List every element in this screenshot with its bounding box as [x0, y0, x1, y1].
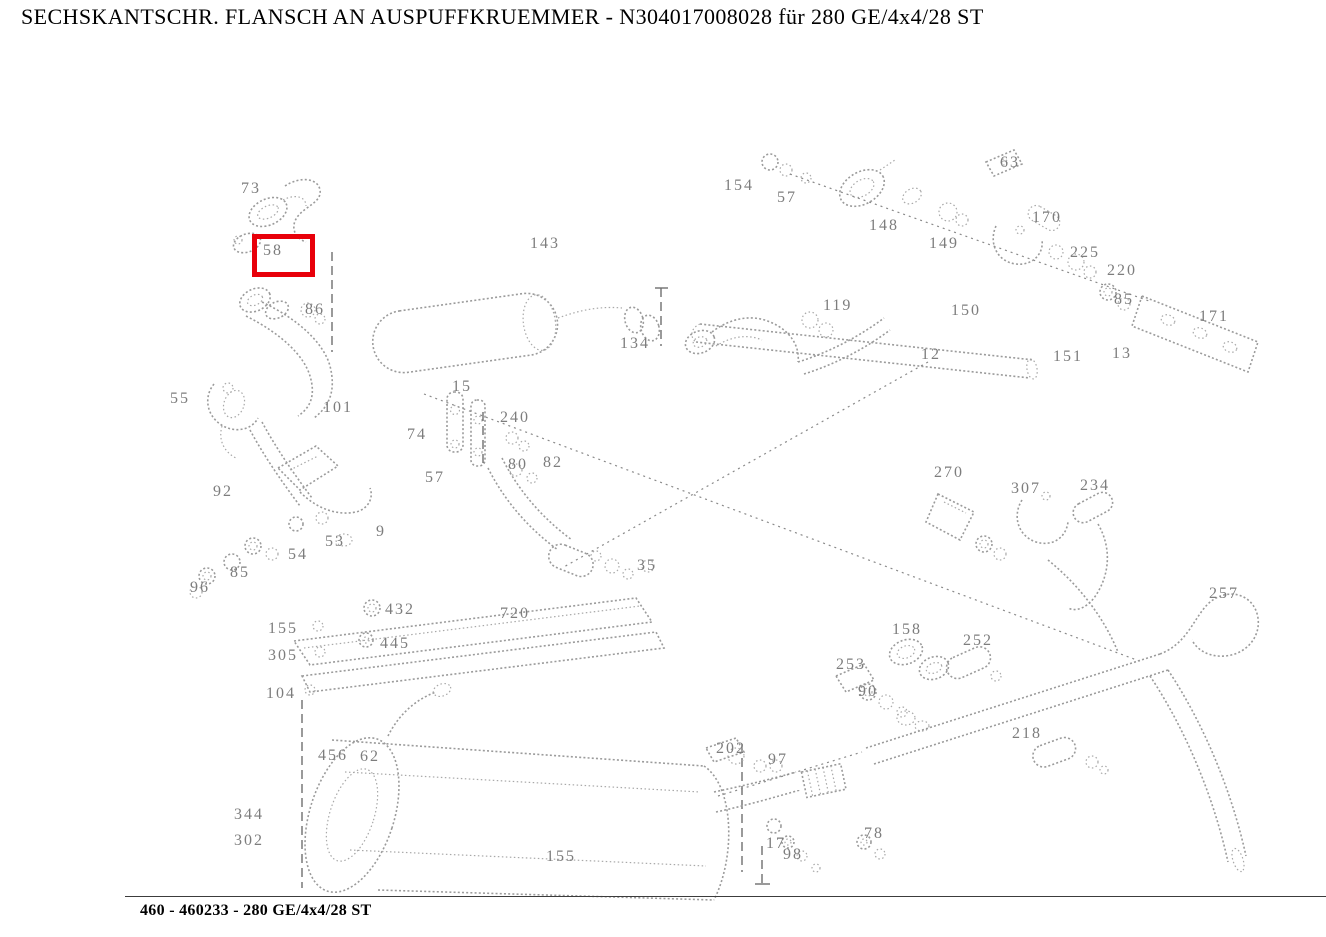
part-label-82-26[interactable]: 82 — [543, 454, 563, 471]
part-label-63-7[interactable]: 63 — [1000, 154, 1020, 171]
part-label-432-36[interactable]: 432 — [385, 601, 415, 618]
part-label-15-22[interactable]: 15 — [452, 378, 472, 395]
part-label-720-35[interactable]: 720 — [500, 605, 530, 622]
right-hanger-parts-drawing — [924, 491, 1119, 653]
part-label-104-40[interactable]: 104 — [266, 685, 296, 702]
part-label-74-23[interactable]: 74 — [407, 426, 427, 443]
part-label-58-1[interactable]: 58 — [263, 242, 283, 259]
part-label-53-30[interactable]: 53 — [325, 533, 345, 550]
part-label-78-50[interactable]: 78 — [864, 825, 884, 842]
tailpipe-drawing — [717, 593, 1260, 873]
catalog-group-footer: 460 - 460233 - 280 GE/4x4/28 ST — [140, 902, 372, 919]
part-label-307-56[interactable]: 307 — [1011, 480, 1041, 497]
downpipe-gasket-drawing — [238, 287, 334, 419]
part-label-119-13[interactable]: 119 — [823, 297, 853, 314]
part-label-155-38[interactable]: 155 — [268, 620, 298, 637]
part-label-252-54[interactable]: 252 — [963, 632, 993, 649]
footer-divider — [125, 896, 1326, 897]
part-label-302-44[interactable]: 302 — [234, 832, 264, 849]
part-label-218-59[interactable]: 218 — [1012, 725, 1042, 742]
part-label-85-32[interactable]: 85 — [230, 564, 250, 581]
part-label-305-39[interactable]: 305 — [268, 647, 298, 664]
part-label-101-20[interactable]: 101 — [323, 399, 353, 416]
highlighted-part-box[interactable] — [252, 234, 315, 277]
resonator-drawing — [371, 287, 668, 374]
part-label-98-49[interactable]: 98 — [783, 846, 803, 863]
straight-pipe-drawing — [423, 323, 1143, 663]
part-label-170-8[interactable]: 170 — [1032, 209, 1062, 226]
part-label-54-31[interactable]: 54 — [288, 546, 308, 563]
part-label-143-14[interactable]: 143 — [530, 235, 560, 252]
part-label-62-42[interactable]: 62 — [360, 748, 380, 765]
part-label-234-57[interactable]: 234 — [1080, 477, 1110, 494]
rubber-hangers-drawing — [446, 391, 486, 468]
part-label-155-45[interactable]: 155 — [546, 848, 576, 865]
part-label-202-46[interactable]: 202 — [716, 740, 746, 757]
rear-muffler-drawing — [301, 682, 743, 901]
part-label-17-48[interactable]: 17 — [766, 835, 786, 852]
part-label-73-0[interactable]: 73 — [241, 180, 261, 197]
part-label-90-53[interactable]: 90 — [858, 683, 878, 700]
part-label-96-33[interactable]: 96 — [190, 579, 210, 596]
part-label-344-43[interactable]: 344 — [234, 806, 264, 823]
part-label-97-47[interactable]: 97 — [768, 751, 788, 768]
part-label-151-18[interactable]: 151 — [1053, 348, 1083, 365]
part-label-158-51[interactable]: 158 — [892, 621, 922, 638]
part-label-445-37[interactable]: 445 — [380, 635, 410, 652]
part-label-171-12[interactable]: 171 — [1199, 308, 1229, 325]
part-label-9-29[interactable]: 9 — [376, 523, 386, 540]
part-label-257-58[interactable]: 257 — [1209, 585, 1239, 602]
part-label-35-34[interactable]: 35 — [637, 557, 657, 574]
part-label-13-17[interactable]: 13 — [1112, 345, 1132, 362]
part-label-57-3[interactable]: 57 — [777, 189, 797, 206]
part-label-148-4[interactable]: 148 — [869, 217, 899, 234]
part-label-456-41[interactable]: 456 — [318, 747, 348, 764]
left-bracket-cluster-drawing — [189, 382, 372, 599]
part-label-240-24[interactable]: 240 — [500, 409, 530, 426]
part-label-134-15[interactable]: 134 — [620, 335, 650, 352]
part-label-12-16[interactable]: 12 — [921, 346, 941, 363]
part-label-86-19[interactable]: 86 — [305, 301, 325, 318]
part-label-253-52[interactable]: 253 — [836, 656, 866, 673]
intermediate-pipe-clamp-drawing — [487, 431, 655, 580]
header-pipe-assembly-drawing — [761, 148, 1259, 374]
part-label-80-25[interactable]: 80 — [508, 456, 528, 473]
part-label-154-2[interactable]: 154 — [724, 177, 754, 194]
part-label-149-5[interactable]: 149 — [929, 235, 959, 252]
part-label-85-11[interactable]: 85 — [1114, 291, 1134, 308]
part-label-92-28[interactable]: 92 — [213, 483, 233, 500]
muffler-outlet-fasteners-drawing — [704, 737, 886, 885]
part-label-270-55[interactable]: 270 — [934, 464, 964, 481]
mid-elbow-chain-drawing — [684, 311, 891, 375]
part-label-225-9[interactable]: 225 — [1070, 244, 1100, 261]
heat-shield-plates-drawing — [292, 597, 666, 696]
part-label-220-10[interactable]: 220 — [1107, 262, 1137, 279]
page-title: SECHSKANTSCHR. FLANSCH AN AUSPUFFKRUEMME… — [21, 4, 984, 29]
part-label-57-27[interactable]: 57 — [425, 469, 445, 486]
part-label-55-21[interactable]: 55 — [170, 390, 190, 407]
part-label-150-6[interactable]: 150 — [951, 302, 981, 319]
